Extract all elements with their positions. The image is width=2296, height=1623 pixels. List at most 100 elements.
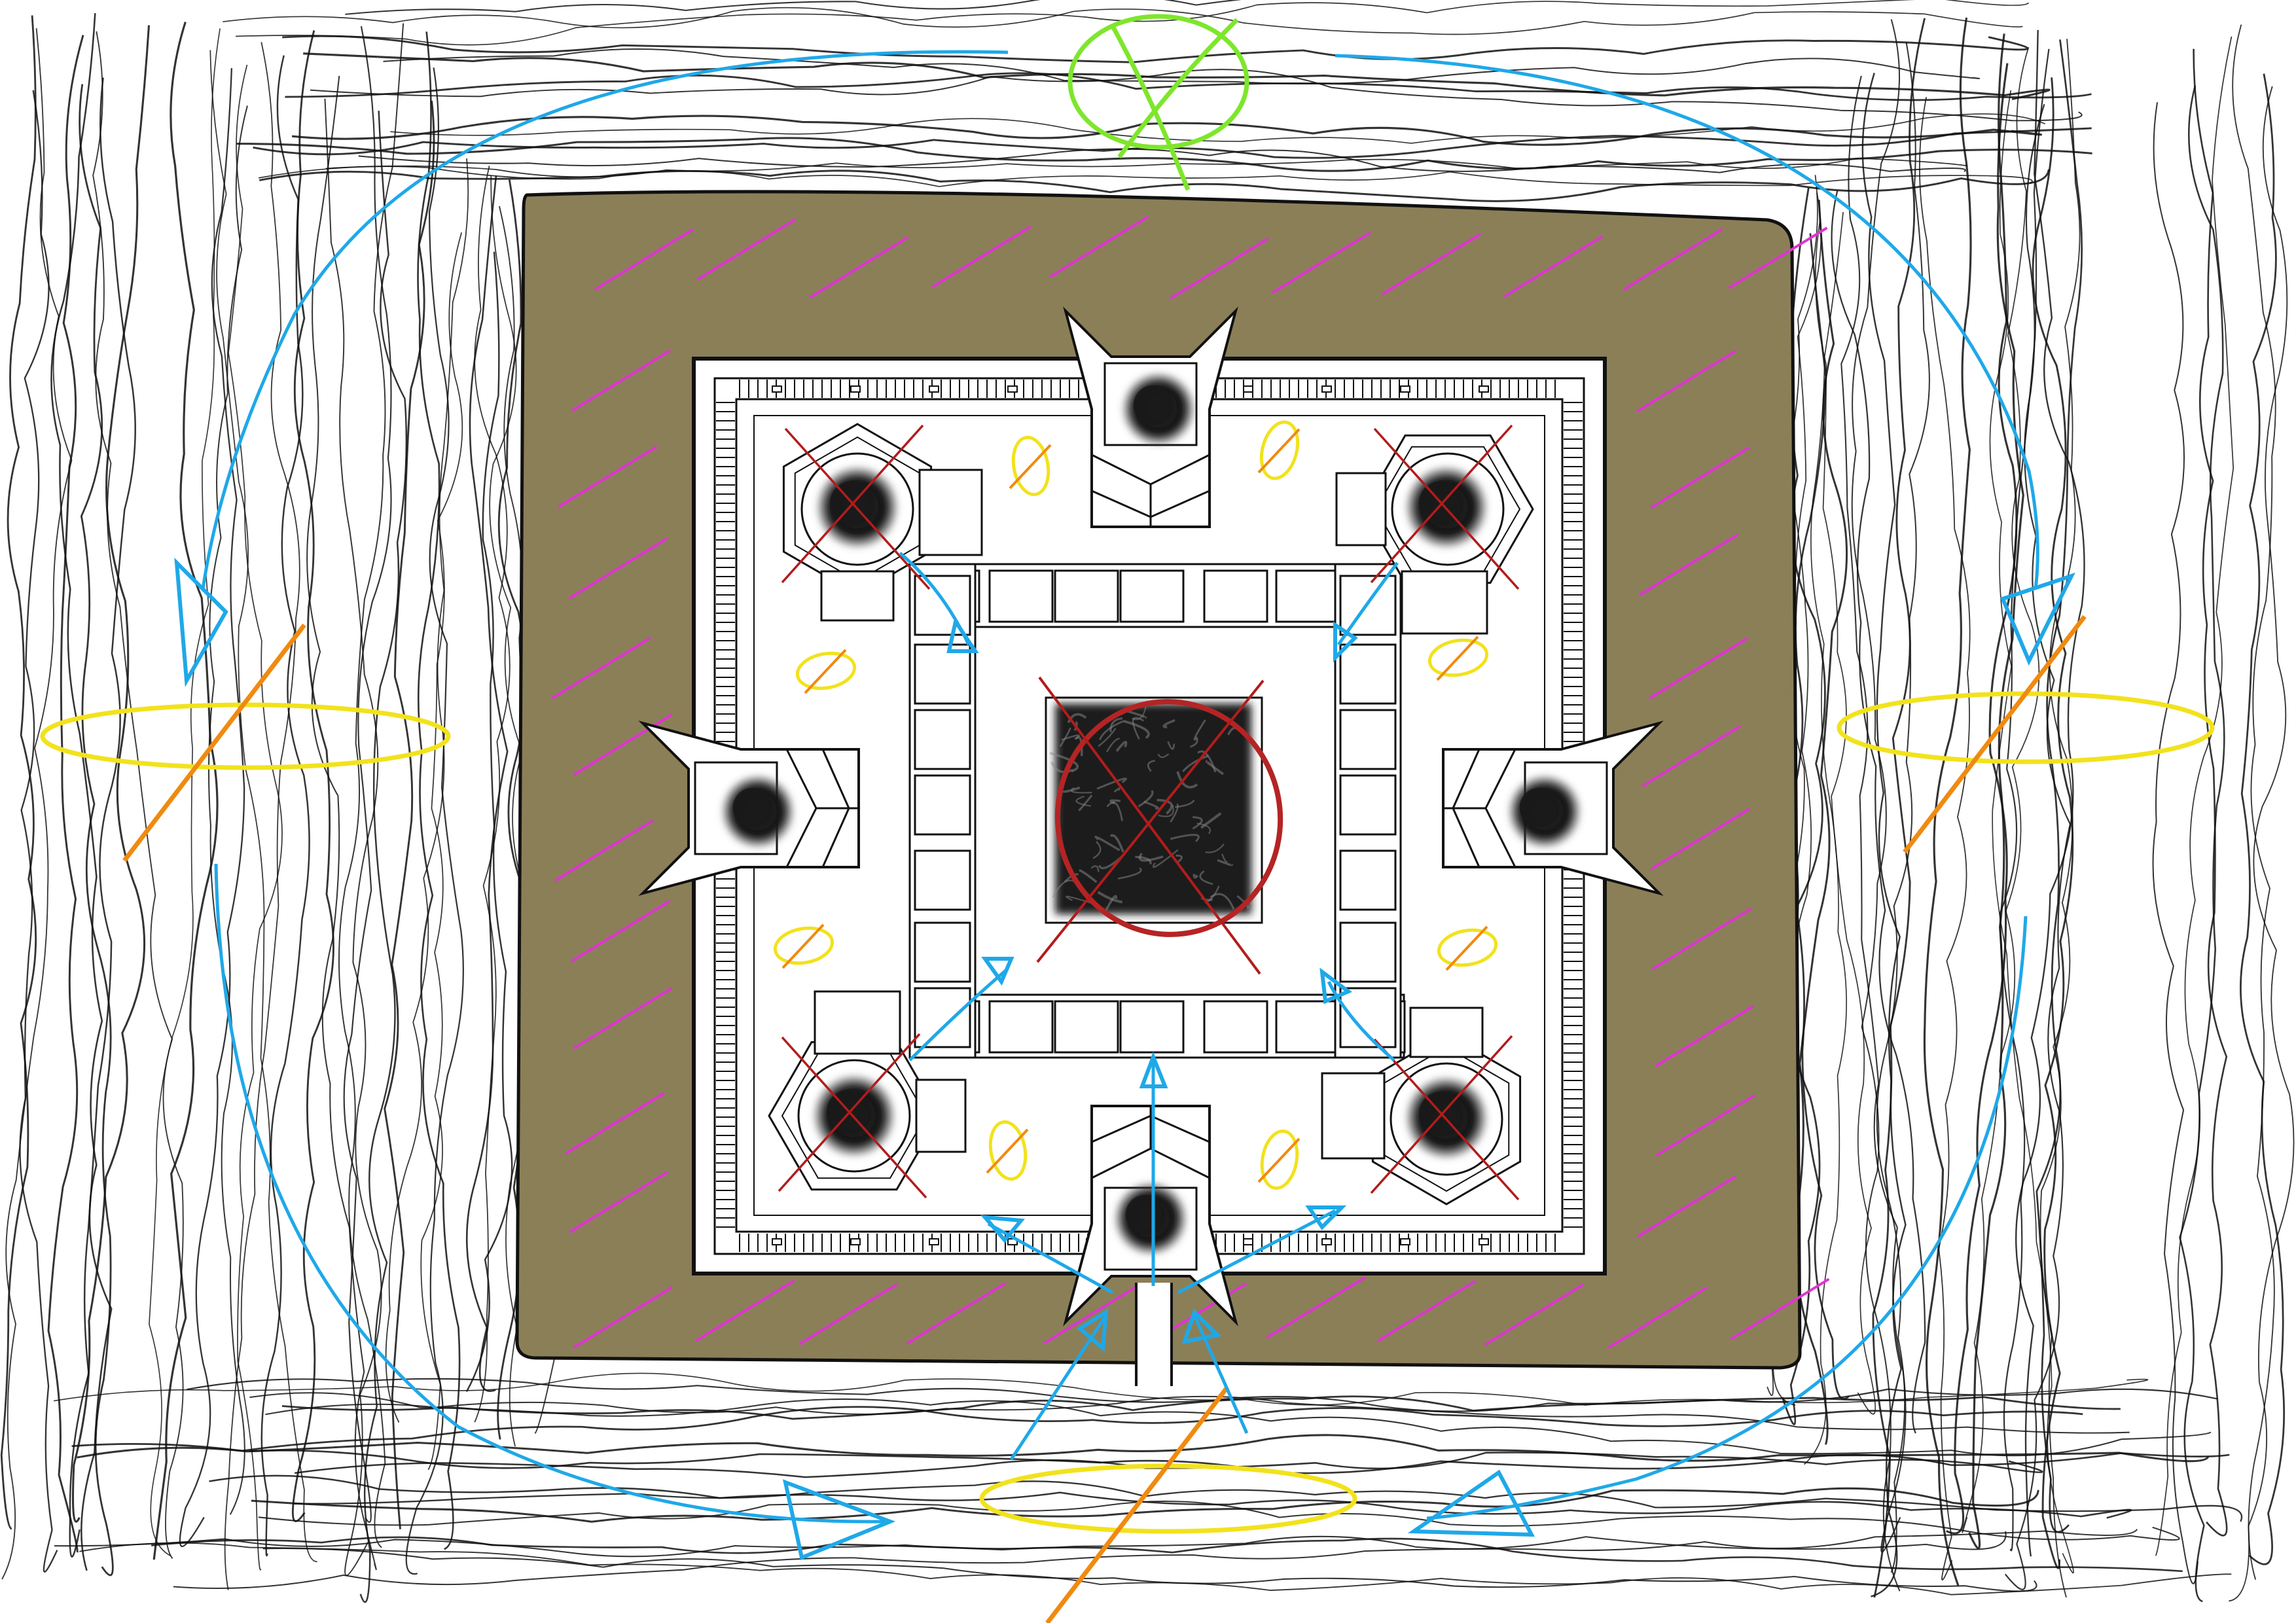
wall-block bbox=[988, 569, 1054, 623]
boss-texture-stroke bbox=[1162, 719, 1175, 728]
wall-block bbox=[1339, 921, 1397, 983]
boss-texture-stroke bbox=[1075, 736, 1083, 757]
hatch-stroke bbox=[1169, 237, 1269, 300]
boss-texture-stroke bbox=[1075, 795, 1091, 807]
terrain-stroke bbox=[187, 1378, 2218, 1412]
hatch-stroke bbox=[1272, 231, 1372, 294]
blue-arrow-icon bbox=[1333, 621, 1358, 663]
small-yellow-ring-icon bbox=[1259, 420, 1300, 480]
terrain-stroke bbox=[249, 1392, 2212, 1457]
boss-texture-stroke bbox=[1104, 895, 1118, 912]
orange-slash bbox=[804, 649, 847, 694]
hatch-stroke bbox=[558, 445, 658, 508]
blue-arrow-icon bbox=[980, 1215, 1025, 1243]
terrain-stroke bbox=[265, 1395, 2130, 1434]
terrain-stroke bbox=[224, 42, 300, 1590]
boss-texture-stroke bbox=[1193, 874, 1198, 879]
boss-texture-stroke bbox=[1062, 786, 1081, 793]
route-path bbox=[1193, 1314, 1249, 1435]
blue-arrow-icon bbox=[1139, 1051, 1168, 1088]
dark-orb-core bbox=[732, 787, 773, 828]
terrain-stroke bbox=[325, 157, 1968, 178]
hatch-stroke bbox=[696, 218, 797, 281]
small-yellow-ring-icon bbox=[1011, 435, 1050, 497]
hatch-stroke bbox=[1651, 908, 1752, 971]
route-path bbox=[1327, 980, 1395, 1061]
terrain-stroke bbox=[338, 23, 404, 1548]
terrain-stroke bbox=[258, 1501, 2180, 1541]
terrain-stroke bbox=[420, 232, 463, 1471]
terrain-stroke bbox=[69, 77, 136, 1558]
boss-texture-stroke bbox=[1099, 720, 1124, 741]
small-yellow-ring-icon bbox=[1437, 928, 1498, 967]
terrain-stroke bbox=[405, 67, 464, 1575]
wall-slit bbox=[850, 1238, 861, 1245]
boss-texture-stroke bbox=[1117, 867, 1142, 880]
wall-block bbox=[914, 575, 971, 636]
blue-arrow-icon bbox=[782, 1479, 896, 1561]
yellow-ring-slash-icon bbox=[1837, 691, 2215, 764]
blue-arrow-icon bbox=[946, 616, 979, 653]
route-path bbox=[201, 50, 1009, 590]
wall-block bbox=[914, 921, 971, 983]
orange-slash bbox=[1009, 444, 1052, 490]
green-circle-x-icon bbox=[1067, 14, 1249, 150]
boss-texture-stroke bbox=[1071, 787, 1092, 794]
boss-texture-stroke bbox=[1109, 834, 1124, 853]
route-arrows bbox=[174, 50, 2075, 1561]
wall-block bbox=[1339, 774, 1397, 836]
blue-arrow-icon bbox=[1181, 1308, 1222, 1344]
boss-texture-stroke bbox=[1205, 760, 1225, 776]
terrain-stroke bbox=[2179, 85, 2225, 1603]
boss-texture-stroke bbox=[1189, 736, 1198, 748]
boss-texture-stroke bbox=[1175, 854, 1183, 863]
terrain-stroke bbox=[358, 148, 1966, 173]
hatch-stroke bbox=[695, 1279, 795, 1342]
terrain-stroke bbox=[79, 1542, 2232, 1596]
hatch-stroke bbox=[1623, 228, 1723, 291]
terrain-stroke bbox=[2229, 86, 2295, 1602]
terrain-stroke bbox=[1851, 19, 1901, 1592]
wall-slit bbox=[1400, 385, 1410, 393]
terrain-stroke bbox=[71, 1406, 2083, 1452]
orange-slash bbox=[1436, 635, 1479, 681]
terrain-stroke bbox=[179, 68, 245, 1548]
wall-slit bbox=[772, 385, 782, 393]
boss-texture-stroke bbox=[1167, 741, 1175, 750]
hatch-stroke bbox=[1638, 533, 1738, 597]
boss-texture-stroke bbox=[1138, 853, 1164, 862]
terrain-stroke bbox=[208, 105, 248, 1515]
orange-slash bbox=[1257, 1137, 1300, 1183]
hatch-stroke bbox=[568, 537, 668, 600]
boss-texture-stroke bbox=[1176, 771, 1198, 789]
hatch-stroke bbox=[551, 637, 651, 700]
boss-texture-stroke bbox=[1205, 843, 1225, 853]
turret-annex bbox=[814, 990, 901, 1055]
terrain-stroke bbox=[92, 31, 184, 1560]
terrain-stroke bbox=[251, 1487, 2039, 1523]
wall-block bbox=[1275, 1000, 1340, 1054]
hatch-stroke bbox=[571, 349, 672, 412]
orange-slash bbox=[986, 1128, 1029, 1174]
wall-slit bbox=[850, 385, 861, 393]
small-yellow-ring-icon bbox=[1427, 638, 1489, 677]
hatch-stroke bbox=[931, 225, 1031, 289]
wall-block bbox=[914, 643, 971, 705]
wall-block bbox=[1054, 1000, 1119, 1054]
terrain-stroke bbox=[258, 166, 2033, 187]
boss-texture-stroke bbox=[1098, 728, 1117, 747]
terrain-stroke bbox=[306, 75, 377, 1571]
terrain-stroke bbox=[2155, 36, 2234, 1556]
terrain-stroke bbox=[465, 251, 513, 1393]
dark-orb-core bbox=[1133, 385, 1174, 425]
hatch-stroke bbox=[1043, 1281, 1143, 1345]
red-x-icon bbox=[778, 1033, 927, 1199]
wall-block bbox=[1203, 1000, 1268, 1054]
tower-roof bbox=[1091, 454, 1210, 527]
hatch-stroke bbox=[1266, 1276, 1366, 1339]
terrain-stroke bbox=[324, 98, 382, 1577]
disabled-enemy-markers bbox=[778, 424, 1520, 1201]
moat-hatch-marks bbox=[551, 215, 1830, 1349]
boss-texture-stroke bbox=[1158, 804, 1174, 817]
wall-block bbox=[1339, 849, 1397, 911]
